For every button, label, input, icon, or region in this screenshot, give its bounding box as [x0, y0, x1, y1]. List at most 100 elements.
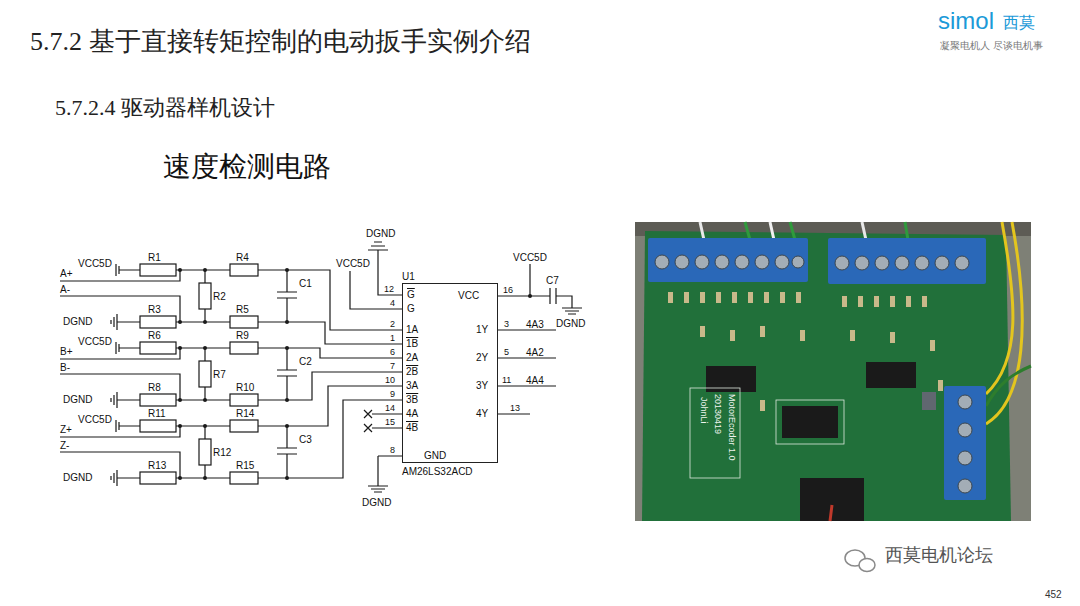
pcb-photo: [830, 505, 832, 521]
pcb-photo: [732, 292, 737, 303]
net-label: DGND: [366, 228, 395, 239]
pcb-photo: [675, 255, 689, 269]
pin-number: 4: [390, 298, 395, 308]
part-name: R1: [148, 252, 161, 263]
pcb-photo: [986, 366, 1031, 406]
part-name: R6: [148, 330, 161, 341]
wire: [287, 270, 402, 330]
pcb-photo: [760, 326, 765, 337]
pcb-photo: [850, 330, 855, 341]
pcb-photo: [700, 326, 705, 337]
pcb-photo: [648, 238, 808, 282]
pcb-photo: [782, 406, 838, 438]
pin-number: 12: [384, 284, 394, 294]
silkscreen-text: 20130419: [712, 394, 722, 434]
wire: [498, 330, 556, 414]
pin-number: 8: [390, 445, 395, 455]
pcb-photo: [706, 362, 916, 521]
pin-number: 5: [504, 347, 509, 357]
wire: [350, 271, 402, 309]
pcb-photo: [955, 256, 969, 270]
part-name: R5: [236, 304, 249, 315]
pcb-photo: [684, 292, 689, 303]
pcb-photo: [835, 256, 849, 270]
wire: [287, 322, 402, 344]
pin-number: 9: [390, 389, 395, 399]
pcb-photo: [874, 296, 879, 307]
pin-name: 2B: [406, 366, 418, 377]
part-name: R13: [148, 460, 166, 471]
pcb-photo: [890, 296, 895, 307]
input-block: [60, 264, 297, 330]
signal-name: Z-: [60, 440, 69, 451]
part-name: R9: [236, 330, 249, 341]
pin-number: 3: [504, 319, 509, 329]
pcb-photo: [792, 256, 804, 268]
pcb-photo: [915, 256, 929, 270]
pin-name: G: [407, 289, 415, 300]
pcb-photo: [635, 222, 1031, 521]
pcb-photo: [986, 222, 1013, 394]
pcb-photo: [958, 451, 972, 465]
signal-name: B+: [60, 346, 73, 357]
pcb-photo: [776, 400, 844, 444]
ic-chip-box: U1AM26LS32ACD: [402, 283, 498, 463]
pcb-photo: [690, 388, 740, 478]
pcb-photo: [922, 296, 927, 307]
pcb-photo: [642, 231, 1011, 521]
pcb-photo: [938, 380, 943, 391]
pin-number: 10: [385, 375, 395, 385]
part-name: R14: [236, 408, 254, 419]
part-name: R2: [213, 291, 226, 302]
pcb-photo: [796, 292, 801, 303]
pin-name: 1Y: [476, 324, 488, 335]
pin-name: VCC: [458, 290, 479, 301]
pin-number: 15: [385, 417, 395, 427]
pin-name: 4Y: [476, 408, 488, 419]
pcb-photo: [668, 292, 673, 303]
slide-title: 5.7.2 基于直接转矩控制的电动扳手实例介绍: [30, 28, 531, 57]
pcb-photo: [800, 478, 864, 521]
pin-name: 1A: [406, 324, 418, 335]
pcb-photo: [735, 255, 749, 269]
logo-tagline: 凝聚电机人 尽谈电机事: [940, 40, 1043, 51]
net-label: DGND: [362, 497, 391, 508]
wire: [528, 294, 532, 298]
net-label: VCC5D: [336, 258, 370, 269]
pin-number: 1: [390, 333, 395, 343]
part-name: R11: [148, 408, 166, 419]
watermark: 西莫电机论坛: [885, 546, 993, 566]
pin-name: 3B: [406, 394, 418, 405]
pin-name: 2A: [406, 352, 418, 363]
pcb-photo: [895, 256, 909, 270]
pin-number: 7: [390, 361, 395, 371]
section-heading: 速度检测电路: [163, 152, 331, 183]
pin-number: 16: [503, 285, 513, 295]
pcb-photo: [700, 292, 705, 303]
pcb-photo: [695, 255, 709, 269]
pcb-photo: [958, 423, 972, 437]
input-block: [60, 264, 297, 486]
pcb-photo: [716, 292, 721, 303]
pcb-photo: [986, 222, 1022, 424]
pcb-photo: [828, 238, 986, 284]
wechat-icon: [859, 559, 875, 572]
pcb-photo: [862, 222, 866, 240]
pin-name: 4A: [406, 408, 418, 419]
pcb-photo: [748, 292, 753, 303]
pcb-photo: [922, 392, 936, 410]
pin-number: 13: [510, 403, 520, 413]
pcb-photo: [944, 386, 986, 500]
pcb-photo: [875, 256, 889, 270]
part-name: R15: [236, 460, 254, 471]
pcb-photo: [764, 292, 769, 303]
net-label: VCC5D: [78, 336, 112, 347]
pin-name: G: [407, 303, 415, 314]
subtitle: 5.7.2.4 驱动器样机设计: [55, 96, 275, 120]
pin-number: 14: [385, 403, 395, 413]
part-name: C3: [299, 434, 312, 445]
pin-number: 11: [502, 375, 511, 385]
silkscreen-text: MotorEcoder 1.0: [726, 394, 736, 461]
part-name: R12: [213, 447, 231, 458]
pcb-photo: [655, 255, 669, 269]
